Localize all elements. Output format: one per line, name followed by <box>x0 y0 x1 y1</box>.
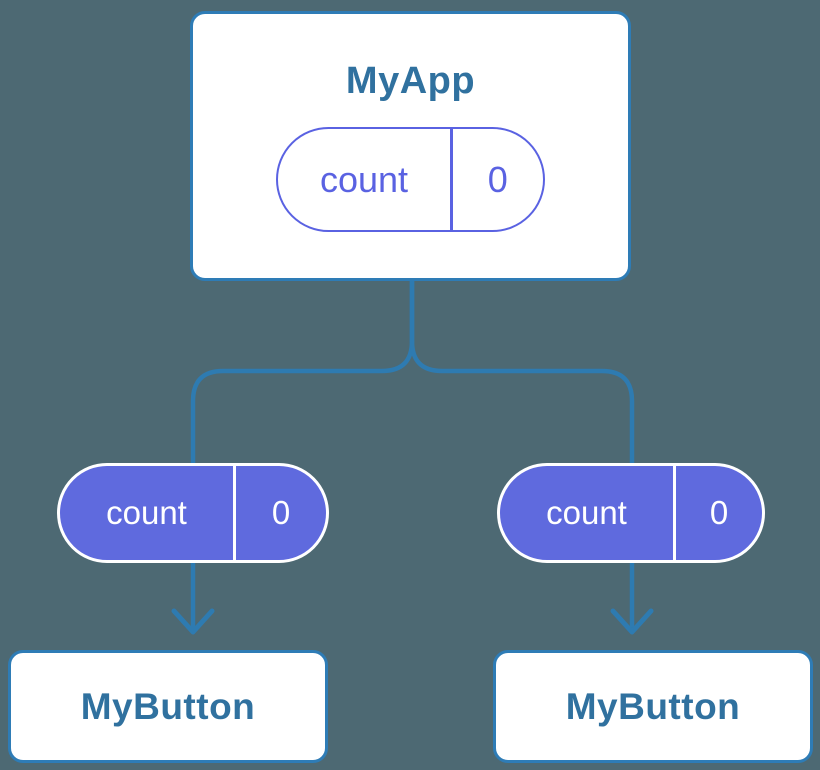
state-pill-label: count <box>319 158 409 200</box>
prop-pill-left: count 0 <box>57 463 329 563</box>
prop-pill-right: count 0 <box>497 463 765 563</box>
mybutton-right-title: MyButton <box>565 685 741 727</box>
mybutton-left-title: MyButton <box>80 685 256 727</box>
myapp-state-pill: count 0 <box>276 127 545 232</box>
mybutton-card-right: MyButton <box>493 650 813 763</box>
arrowhead-left-icon <box>171 608 215 635</box>
prop-pill-left-value: 0 <box>271 494 291 531</box>
pill-divider <box>673 466 676 560</box>
prop-pill-right-label: count <box>546 494 627 531</box>
myapp-card: MyApp count 0 <box>190 11 631 281</box>
connector-left-branch <box>190 281 415 630</box>
connector-right-branch <box>409 281 635 630</box>
prop-pill-left-label: count <box>106 494 187 531</box>
myapp-title: MyApp <box>345 60 476 102</box>
mybutton-card-left: MyButton <box>8 650 328 763</box>
arrowhead-right-icon <box>610 608 654 635</box>
pill-divider <box>233 466 236 560</box>
state-pill-value: 0 <box>487 158 508 200</box>
prop-pill-right-value: 0 <box>709 494 729 531</box>
pill-divider <box>450 129 453 230</box>
